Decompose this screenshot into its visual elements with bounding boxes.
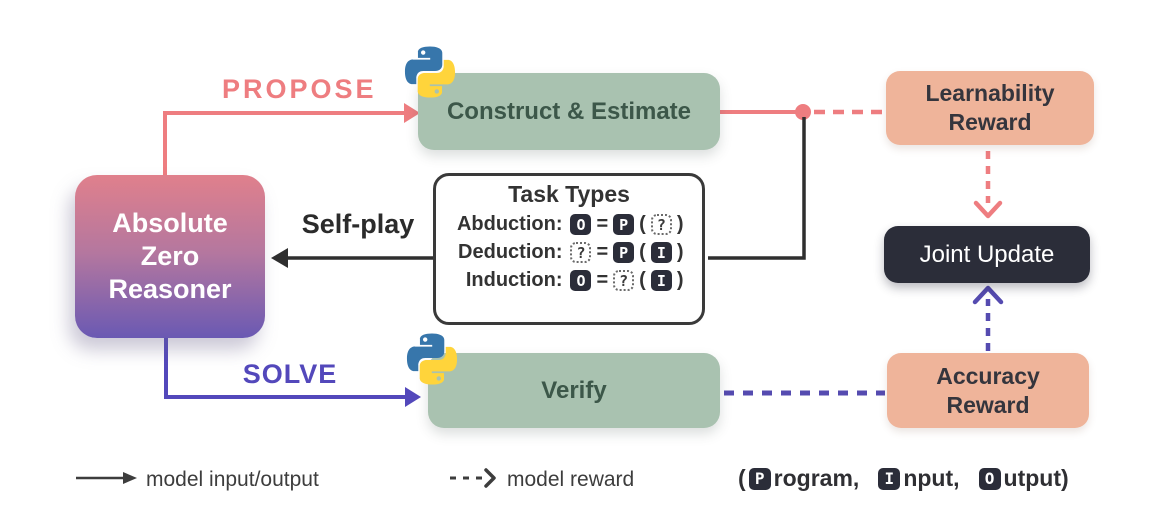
propose-arrow: [163, 111, 404, 175]
python-icon: [406, 333, 458, 385]
propose-label: PROPOSE: [222, 74, 377, 104]
program-badge: P: [748, 467, 771, 490]
dot-to-tasktypes-line: [708, 117, 806, 260]
input-badge: I: [650, 242, 672, 263]
construct-estimate-box: Construct & Estimate: [418, 73, 720, 150]
solve-arrowhead: [405, 387, 421, 407]
construct-estimate-label: Construct & Estimate: [446, 97, 692, 125]
task-types-box: Task Types Abduction: O = P ( ? ) Deduct…: [433, 173, 705, 325]
open-paren: (: [639, 213, 646, 235]
verify-label: Verify: [541, 376, 607, 404]
output-badge: O: [570, 214, 592, 235]
legend-dashed-arrowhead: [484, 468, 496, 488]
legend-dashed-label: model reward: [507, 468, 635, 491]
azr-label-line2: Zero: [140, 241, 200, 272]
learnability-arrowhead: [973, 200, 1003, 219]
legend-solid-label: model input/output: [146, 468, 319, 491]
open-paren: (: [639, 269, 646, 291]
legend: model input/output model reward ( P rogr…: [0, 462, 1170, 502]
program-badge: P: [613, 242, 635, 263]
accuracy-label-line1: Accuracy: [936, 362, 1040, 389]
equals-sign: =: [596, 269, 609, 291]
induction-label: Induction:: [465, 269, 563, 291]
input-badge: I: [650, 270, 672, 291]
output-badge: O: [570, 270, 592, 291]
task-row-induction: Induction: O = ? ( I ): [436, 269, 702, 292]
joint-update-box: Joint Update: [884, 226, 1090, 283]
input-badge: I: [878, 467, 901, 490]
unknown-badge: ?: [650, 214, 672, 235]
junction-dot: [795, 104, 811, 120]
unknown-badge: ?: [570, 242, 592, 263]
legend-program-text: rogram,: [773, 465, 860, 491]
open-paren: (: [639, 241, 646, 263]
learnability-label-line2: Reward: [948, 109, 1032, 135]
output-badge: O: [978, 467, 1001, 490]
propose-arrowhead: [404, 103, 420, 123]
selfplay-arrowhead: [271, 248, 288, 268]
deduction-label: Deduction:: [458, 241, 563, 263]
equals-sign: =: [596, 213, 609, 235]
legend-open-paren: (: [738, 465, 746, 491]
task-types-title: Task Types: [508, 181, 630, 207]
absolute-zero-reasoner-box: Absolute Zero Reasoner: [75, 175, 265, 338]
self-play-label: Self-play: [301, 209, 415, 239]
accuracy-reward-box: Accuracy Reward: [887, 353, 1089, 428]
legend-output-text: utput): [1003, 465, 1069, 491]
joint-update-label: Joint Update: [919, 240, 1055, 268]
task-row-abduction: Abduction: O = P ( ? ): [436, 213, 702, 236]
close-paren: ): [676, 269, 684, 291]
verify-box: Verify: [428, 353, 720, 428]
python-icon: [404, 46, 456, 98]
azr-label-line3: Reasoner: [108, 273, 232, 304]
task-row-deduction: Deduction: ? = P ( I ): [436, 241, 702, 264]
accuracy-label-line2: Reward: [946, 391, 1030, 418]
close-paren: ): [676, 213, 684, 235]
equals-sign: =: [596, 241, 609, 263]
legend-solid-arrowhead: [123, 472, 137, 484]
solve-label: SOLVE: [242, 359, 338, 389]
legend-input-text: nput,: [903, 465, 960, 491]
program-badge: P: [613, 214, 635, 235]
close-paren: ): [676, 241, 684, 263]
legend-pio-notation: ( P rogram, I nput, O utput): [738, 465, 1069, 492]
learnability-reward-box: Learnability Reward: [886, 71, 1094, 145]
solve-arrow: [164, 338, 405, 399]
unknown-badge: ?: [613, 270, 635, 291]
abduction-label: Abduction:: [456, 213, 563, 235]
learnability-label-line1: Learnability: [925, 80, 1055, 107]
azr-label-line1: Absolute: [112, 208, 228, 239]
accuracy-arrowhead: [972, 285, 1004, 305]
